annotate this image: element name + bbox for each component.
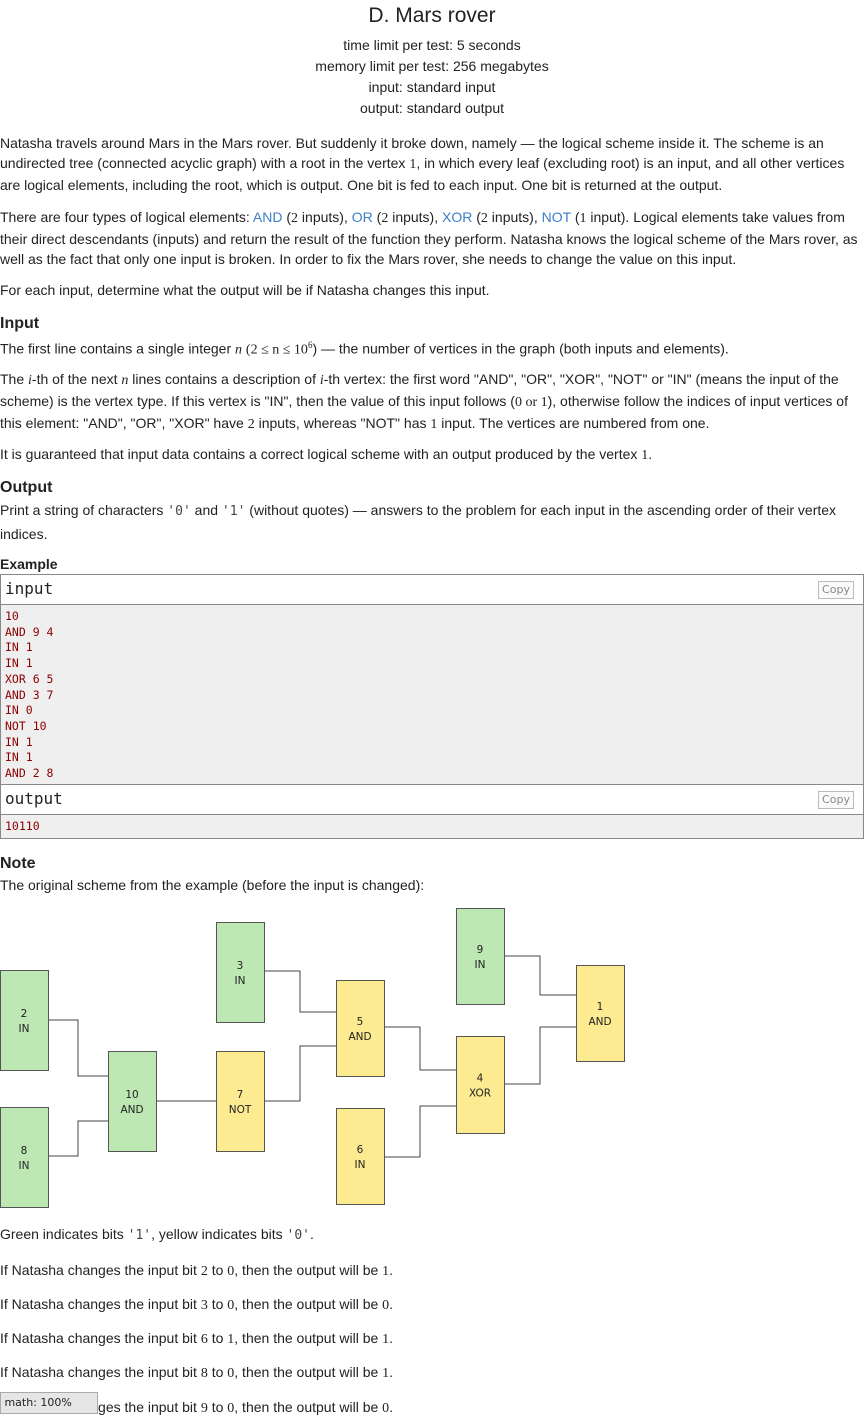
node-box-3 <box>216 922 265 1023</box>
note-line-2: If Natasha changes the input bit 3 to 0,… <box>0 1296 394 1313</box>
node-id-5: 5 <box>357 1016 364 1028</box>
input-paragraph-2: The i-th of the next n lines contains a … <box>0 371 848 432</box>
note-title: Note <box>0 855 36 872</box>
node-type-3: IN <box>235 975 246 987</box>
node-id-8: 8 <box>21 1145 28 1157</box>
sample-output-label: output <box>5 789 63 808</box>
node-type-8: IN <box>19 1160 30 1172</box>
and-link[interactable]: AND <box>252 209 283 225</box>
statement-paragraph-2: There are four types of logical elements… <box>0 209 858 267</box>
node-id-4: 4 <box>477 1073 484 1085</box>
xor-link[interactable]: XOR <box>442 209 473 225</box>
node-2: 2IN <box>0 970 49 1071</box>
node-box-4 <box>456 1036 505 1134</box>
sample-output-box: output Copy 10110 <box>0 784 864 839</box>
node-type-5: AND <box>348 1031 371 1043</box>
note-line-3: If Natasha changes the input bit 6 to 1,… <box>0 1330 394 1347</box>
sample-input-header: input Copy <box>1 575 863 605</box>
node-3: 3IN <box>216 922 265 1023</box>
node-box-6 <box>336 1108 385 1205</box>
node-6: 6IN <box>336 1108 385 1205</box>
input-paragraph-3: It is guaranteed that input data contain… <box>0 446 653 463</box>
copy-output-button[interactable]: Copy <box>818 791 854 809</box>
node-id-7: 7 <box>237 1089 244 1101</box>
node-box-1 <box>576 965 625 1062</box>
node-id-2: 2 <box>21 1008 28 1020</box>
sample-output-header: output Copy <box>1 785 863 815</box>
node-id-10: 10 <box>125 1089 138 1101</box>
statement-paragraph-1: Natasha travels around Mars in the Mars … <box>0 135 845 193</box>
node-9: 9IN <box>456 908 505 1005</box>
not-link[interactable]: NOT <box>541 209 571 225</box>
copy-input-button[interactable]: Copy <box>818 581 854 599</box>
node-type-2: IN <box>19 1023 30 1035</box>
problem-header: D. Mars rover time limit per test: 5 sec… <box>0 2 864 119</box>
or-link[interactable]: OR <box>351 209 373 225</box>
node-box-5 <box>336 980 385 1077</box>
output-spec: output: standard output <box>360 100 504 116</box>
node-type-6: IN <box>355 1159 366 1171</box>
note-line-5: If Natasha changes the input bit 9 to 0,… <box>0 1399 394 1416</box>
node-box-7 <box>216 1051 265 1152</box>
node-type-4: XOR <box>469 1088 491 1100</box>
statement-paragraph-3: For each input, determine what the outpu… <box>0 282 490 298</box>
node-id-6: 6 <box>357 1144 364 1156</box>
node-8: 8IN <box>0 1107 49 1208</box>
node-type-10: AND <box>120 1104 143 1116</box>
memory-limit: memory limit per test: 256 megabytes <box>315 58 549 74</box>
legend-text: Green indicates bits '1', yellow indicat… <box>0 1226 314 1243</box>
node-box-9 <box>456 908 505 1005</box>
note-line-4: If Natasha changes the input bit 8 to 0,… <box>0 1364 394 1381</box>
problem-title: D. Mars rover <box>368 4 496 27</box>
input-paragraph-1: The first line contains a single integer… <box>0 340 729 358</box>
node-id-1: 1 <box>597 1001 604 1013</box>
node-type-9: IN <box>475 959 486 971</box>
node-id-3: 3 <box>237 960 244 972</box>
node-box-10 <box>108 1051 157 1152</box>
time-limit: time limit per test: 5 seconds <box>343 37 521 53</box>
example-title: Example <box>0 556 58 572</box>
node-type-1: AND <box>588 1016 611 1028</box>
output-section-title: Output <box>0 479 53 496</box>
note-line-1: If Natasha changes the input bit 2 to 0,… <box>0 1262 394 1279</box>
input-spec: input: standard input <box>368 79 496 95</box>
node-box-2 <box>0 970 49 1071</box>
node-id-9: 9 <box>477 944 484 956</box>
mathjax-status-bar: ng math: 100% <box>0 1392 98 1414</box>
sample-output-content: 10110 <box>5 819 40 833</box>
output-paragraph: Print a string of characters '0' and '1'… <box>0 502 837 542</box>
note-intro: The original scheme from the example (be… <box>0 877 425 893</box>
node-box-8 <box>0 1107 49 1208</box>
input-section-title: Input <box>0 315 40 332</box>
sample-input-label: input <box>5 579 54 598</box>
node-type-7: NOT <box>229 1104 252 1116</box>
